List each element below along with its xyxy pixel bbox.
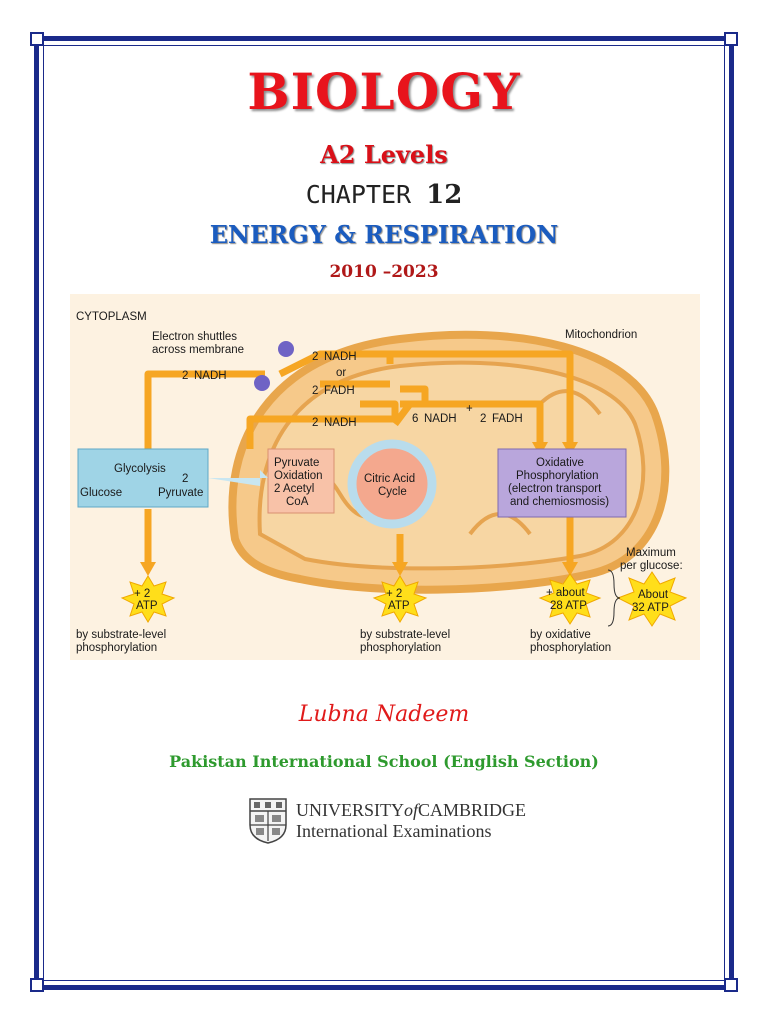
corner-ornament <box>30 978 44 992</box>
level-heading: A2 Levels <box>320 140 448 169</box>
chapter-number: 12 <box>426 180 463 210</box>
atp-value: + about <box>546 587 585 599</box>
school-name: Pakistan International School (English S… <box>169 752 599 771</box>
shuttle-ball <box>278 341 294 357</box>
mitochondrion-shape <box>228 330 670 594</box>
atp-label: ATP <box>136 600 158 612</box>
respiration-diagram-svg: CYTOPLASM Electron shuttles across membr… <box>76 311 688 654</box>
cambridge-line-2: International Examinations <box>296 821 492 841</box>
cambridge-cam: CAMBRIDGE <box>418 800 527 820</box>
topic-heading: ENERGY & RESPIRATION <box>209 220 559 249</box>
label-pyr-ox-4: CoA <box>286 496 309 508</box>
cambridge-shield-icon <box>249 798 287 844</box>
label-pyr-ox-2: Oxidation <box>274 470 323 482</box>
cambridge-univ: UNIVERSITY <box>296 800 404 820</box>
label-pyr-ox-1: Pyruvate <box>274 457 319 469</box>
nadh-count: 2 <box>182 370 188 382</box>
flow-arrows <box>144 350 574 564</box>
chapter-label: CHAPTER <box>305 180 412 209</box>
nadh-count: 6 <box>412 413 418 425</box>
shuttle-ball <box>254 375 270 391</box>
respiration-diagram: CYTOPLASM Electron shuttles across membr… <box>70 294 700 660</box>
atp-value: + 2 <box>386 588 402 600</box>
pyruvate-arrow <box>208 470 268 486</box>
label-oxphos-1: Oxidative <box>536 457 584 469</box>
label-substrate-1: by substrate-level <box>76 629 166 641</box>
nadh-count: 2 <box>312 417 318 429</box>
cambridge-logo: UNIVERSITYofCAMBRIDGE International Exam… <box>248 797 526 845</box>
label-pyruvate: Pyruvate <box>158 487 203 499</box>
pyruvate-oxidation-box <box>267 448 335 514</box>
page-border-inner <box>43 45 725 981</box>
label-glycolysis: Glycolysis <box>114 463 166 475</box>
label-oxphos-3: (electron transport <box>508 483 602 495</box>
label-oxidative-b: phosphorylation <box>530 642 611 654</box>
oxidative-phosphorylation-box <box>497 448 627 518</box>
cambridge-line-1: UNIVERSITYofCAMBRIDGE <box>296 800 526 821</box>
label-citric-1: Citric Acid <box>364 473 415 485</box>
atp-label: ATP <box>388 600 410 612</box>
label-per-glucose: per glucose: <box>620 560 683 572</box>
label-shuttles-1: Electron shuttles <box>152 331 237 343</box>
fadh-count: 2 <box>480 413 486 425</box>
fadh-count: 2 <box>312 385 318 397</box>
label-citric-2: Cycle <box>378 486 407 498</box>
atp-bursts <box>120 571 688 627</box>
label-shuttles-2: across membrane <box>152 344 244 356</box>
fadh-label: FADH <box>324 385 355 397</box>
corner-ornament <box>30 32 44 46</box>
label-substrate-2b: phosphorylation <box>360 642 441 654</box>
label-oxphos-4: and chemiosmosis) <box>510 496 609 508</box>
nadh-count: 2 <box>312 351 318 363</box>
label-substrate-2: by substrate-level <box>360 629 450 641</box>
atp-label: 28 ATP <box>550 600 587 612</box>
corner-ornament <box>724 32 738 46</box>
nadh-label: NADH <box>194 370 227 382</box>
label-two: 2 <box>182 473 188 485</box>
nadh-label: NADH <box>324 417 357 429</box>
chapter-heading: CHAPTER 12 <box>0 180 768 210</box>
nadh-label: NADH <box>424 413 457 425</box>
fadh-label: FADH <box>492 413 523 425</box>
max-atp-label: 32 ATP <box>632 602 669 614</box>
label-substrate-1b: phosphorylation <box>76 642 157 654</box>
author-name: Lubna Nadeem <box>298 702 470 727</box>
label-plus: + <box>466 403 473 415</box>
label-cytoplasm: CYTOPLASM <box>76 311 147 323</box>
label-oxidative: by oxidative <box>530 629 591 641</box>
label-glucose: Glucose <box>80 487 122 499</box>
nadh-label: NADH <box>324 351 357 363</box>
label-oxphos-2: Phosphorylation <box>516 470 598 482</box>
glycolysis-box <box>77 448 209 508</box>
atp-value: + 2 <box>134 588 150 600</box>
corner-ornament <box>724 978 738 992</box>
max-atp-value: About <box>638 589 669 601</box>
label-maximum: Maximum <box>626 547 676 559</box>
citric-acid-cycle <box>347 439 437 529</box>
page-title: BIOLOGY <box>247 62 521 121</box>
year-range: 2010 –2023 <box>329 262 439 282</box>
page-border-outer <box>34 36 734 990</box>
cambridge-of: of <box>404 800 419 820</box>
label-mitochondrion: Mitochondrion <box>565 329 637 341</box>
label-or: or <box>336 367 346 379</box>
label-pyr-ox-3: 2 Acetyl <box>274 483 314 495</box>
